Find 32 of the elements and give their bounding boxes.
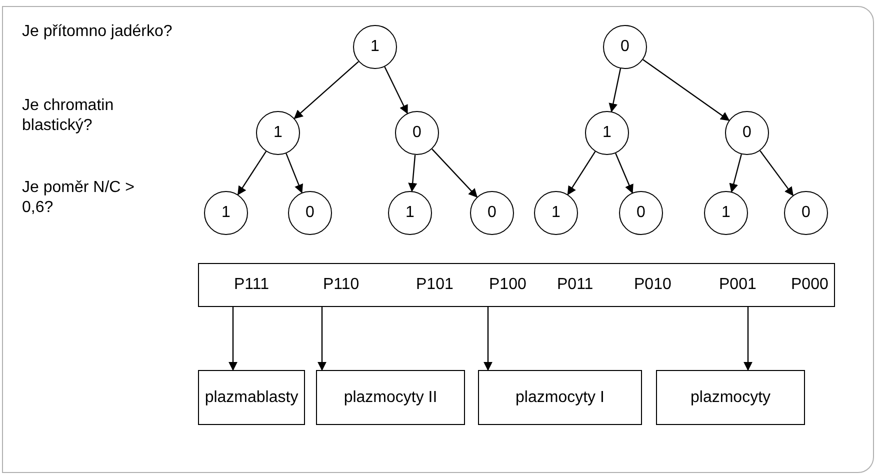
arrow [408, 154, 418, 192]
arrow [760, 150, 794, 196]
arrow [294, 61, 359, 119]
arrow [228, 307, 238, 371]
arrow [615, 153, 634, 194]
result-box: plazmocyty I [478, 370, 642, 425]
code-box [198, 263, 835, 307]
state-code: P111 [234, 275, 269, 295]
result-box: plazmocyty [656, 370, 805, 425]
state-code: P000 [791, 275, 828, 295]
question-label: Je přítomno jadérko? [22, 22, 174, 42]
arrow [432, 148, 478, 198]
arrow [286, 153, 303, 194]
arrow [744, 307, 752, 371]
state-code: P110 [323, 275, 360, 295]
question-label: Je poměr N/C > 0,6? [22, 178, 136, 218]
arrow [567, 151, 596, 196]
state-code: P011 [557, 275, 594, 295]
result-box: plazmablasty [198, 370, 305, 425]
arrow [318, 307, 326, 371]
result-box: plazmocyty II [316, 370, 465, 425]
question-label: Je chromatin blastický? [22, 96, 115, 136]
arrow [384, 66, 408, 114]
state-code: P101 [416, 275, 454, 295]
arrow [608, 68, 622, 112]
state-code: P001 [719, 275, 756, 295]
arrow [484, 307, 492, 371]
state-code: P100 [489, 275, 526, 295]
state-code: P010 [634, 275, 672, 295]
arrow [729, 154, 742, 193]
arrow [237, 151, 267, 196]
arrow [642, 59, 730, 121]
